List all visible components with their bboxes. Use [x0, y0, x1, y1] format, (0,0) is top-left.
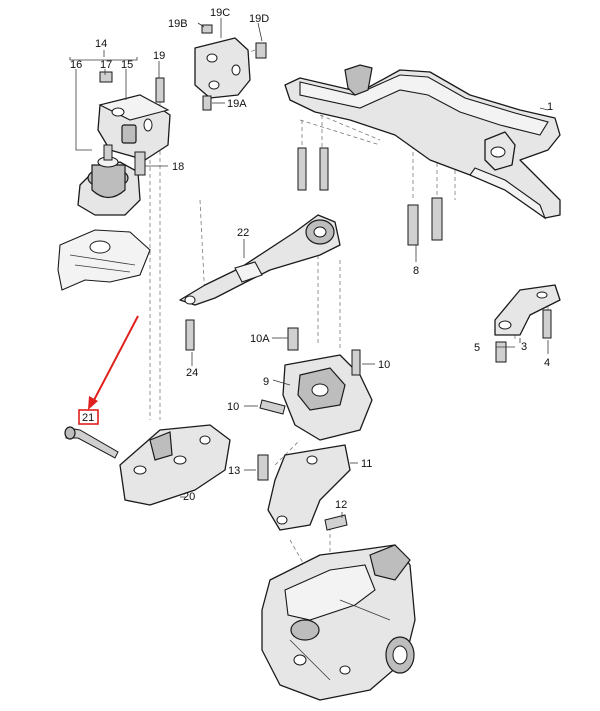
label-10-right: 10: [378, 359, 390, 371]
label-22: 22: [237, 227, 249, 239]
label-12: 12: [335, 499, 347, 511]
part-20-bracket: [119, 424, 231, 506]
label-19b: 19B: [168, 18, 188, 30]
label-10a: 10A: [250, 333, 270, 345]
label-5: 5: [474, 342, 480, 354]
label-15: 15: [121, 59, 133, 71]
label-8: 8: [413, 265, 419, 277]
label-16: 16: [70, 59, 82, 71]
bolt-21: [64, 426, 119, 459]
highlight-marker: [78, 315, 139, 425]
part-3-bracket: [494, 284, 561, 363]
label-19d: 19D: [249, 13, 269, 25]
label-10-left: 10: [227, 401, 239, 413]
label-19: 19: [153, 50, 165, 62]
part-1-crossmember: [284, 64, 561, 220]
label-11: 11: [361, 458, 372, 470]
label-24: 24: [186, 367, 198, 379]
bolts-18-19: [134, 77, 165, 176]
part-22-pendulum-support: [179, 214, 341, 306]
label-19a: 19A: [227, 98, 247, 110]
bolts-8: [297, 147, 443, 246]
part-15-16-engine-mount: [77, 71, 171, 216]
label-18: 18: [172, 161, 184, 173]
label-9: 9: [263, 376, 269, 388]
label-1: 1: [547, 101, 553, 113]
part-19c-bracket: [194, 24, 267, 111]
label-19c: 19C: [210, 7, 230, 19]
highlight-box: [78, 409, 99, 425]
highlight-arrow: [92, 315, 139, 403]
bolt-24: [185, 319, 195, 351]
gearbox-housing: [261, 544, 416, 701]
label-14: 14: [95, 38, 107, 50]
arrowhead-icon: [88, 396, 98, 410]
label-3: 3: [521, 341, 527, 353]
heat-shield: [57, 229, 151, 291]
label-13: 13: [228, 465, 240, 477]
callout-labels: 14 16 17 15 19 18 19B 19C 19D 19A 1 22 8…: [70, 7, 553, 511]
label-4: 4: [544, 357, 550, 369]
leader-lines: [69, 18, 549, 518]
part-9-gearbox-mount: [259, 327, 373, 441]
label-20: 20: [183, 491, 195, 503]
label-21: 21: [82, 412, 94, 424]
part-11-gearbox-bracket: [257, 444, 351, 531]
label-17: 17: [100, 59, 112, 71]
